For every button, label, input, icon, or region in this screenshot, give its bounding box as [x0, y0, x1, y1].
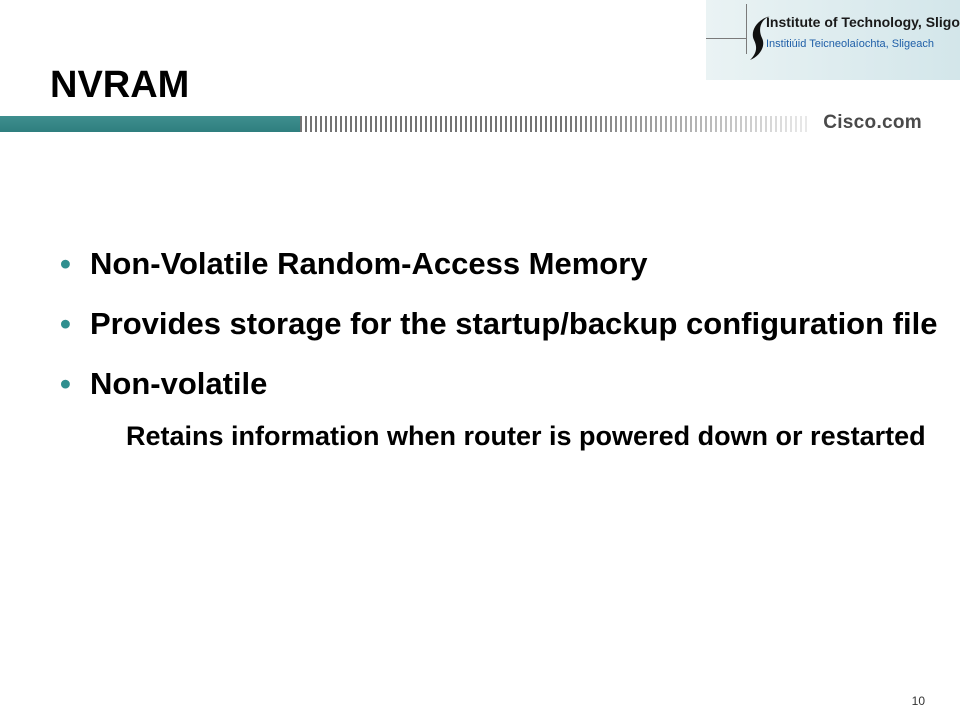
bullet-text: Provides storage for the startup/backup …	[90, 306, 938, 341]
bullet-dot-icon: •	[60, 306, 71, 341]
bullet-dot-icon: •	[60, 246, 71, 281]
sub-bullet-text: Retains information when router is power…	[126, 421, 926, 451]
bullet-item: • Provides storage for the startup/backu…	[60, 305, 940, 343]
logo-divider-vertical	[746, 4, 747, 54]
bullet-text: Non-volatile	[90, 366, 268, 401]
institute-logo: Institute of Technology, Sligo Institiúi…	[706, 0, 960, 80]
logo-swoosh-icon	[750, 16, 770, 60]
page-number: 10	[911, 694, 925, 708]
header-bar-solid	[0, 116, 300, 132]
header-bar-fade	[560, 116, 810, 132]
bullet-text: Non-Volatile Random-Access Memory	[90, 246, 648, 281]
logo-divider-horizontal	[706, 38, 746, 39]
bullet-item: • Non-volatile	[60, 365, 940, 403]
cisco-brand-label: Cisco.com	[823, 112, 922, 133]
logo-name-irish: Institiúid Teicneolaíochta, Sligeach	[766, 38, 934, 50]
slide-title: NVRAM	[50, 64, 190, 106]
header-bar: Cisco.com	[0, 112, 960, 134]
bullet-dot-icon: •	[60, 366, 71, 401]
bullet-list: • Non-Volatile Random-Access Memory • Pr…	[60, 245, 940, 453]
bullet-item: • Non-Volatile Random-Access Memory	[60, 245, 940, 283]
logo-name-english: Institute of Technology, Sligo	[766, 14, 960, 30]
